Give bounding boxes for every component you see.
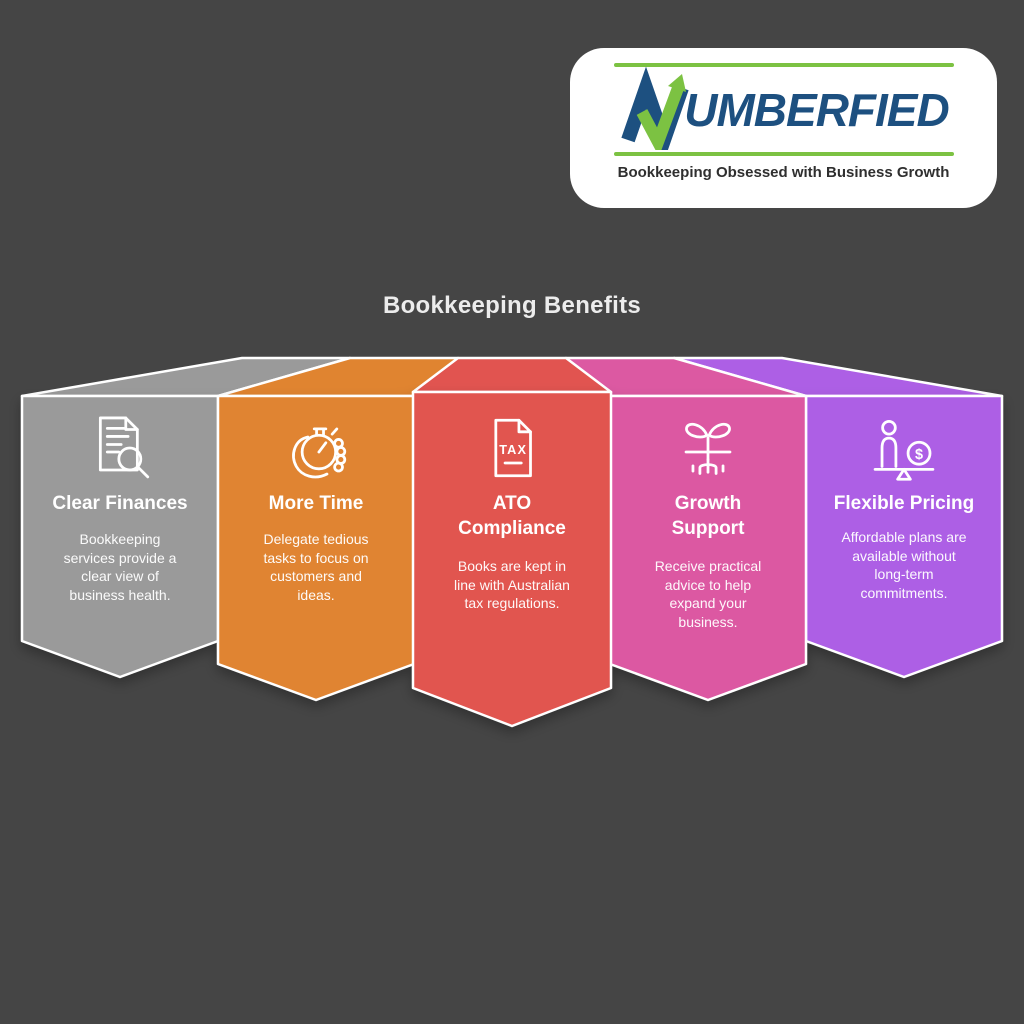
card-title: Flexible Pricing — [833, 493, 975, 514]
banner-bodies — [20, 390, 1004, 728]
hand-stopwatch-icon — [279, 411, 353, 485]
card-body: Books are kept in line with Australian t… — [454, 558, 570, 611]
banner-clear-finances — [20, 394, 220, 679]
document-search-icon — [83, 411, 157, 485]
page-title: Bookkeeping Benefits — [382, 292, 642, 319]
card-title: ATO Compliance — [458, 493, 566, 539]
banner-top-flaps — [20, 356, 1004, 398]
banner-ato-compliance — [411, 390, 613, 728]
logo-top-line — [613, 63, 954, 67]
balance-dollar-icon: $ — [867, 411, 941, 485]
logo-card: UMBERFIED Bookkeeping Obsessed with Busi… — [570, 48, 997, 208]
brand-name: UMBERFIED — [684, 84, 949, 136]
card-title: More Time — [268, 493, 364, 514]
card-body: Receive practical advice to help expand … — [654, 558, 762, 630]
card-title: Growth Support — [671, 493, 745, 539]
card-body: Bookkeeping services provide a clear vie… — [63, 531, 177, 603]
logo-n-arrow-icon — [621, 66, 689, 150]
svg-text:TAX: TAX — [499, 442, 527, 457]
banner-more-time — [216, 394, 416, 702]
card-title: Clear Finances — [52, 493, 188, 514]
tax-document-icon: TAX — [475, 411, 549, 485]
plant-roots-icon — [671, 411, 745, 485]
logo-tagline: Bookkeeping Obsessed with Business Growt… — [617, 164, 950, 181]
brand-logo: UMBERFIED — [570, 66, 997, 150]
logo-bottom-line — [613, 152, 954, 156]
svg-text:$: $ — [915, 447, 923, 463]
card-body: Delegate tedious tasks to focus on custo… — [263, 531, 369, 603]
card-body: Affordable plans are available without l… — [841, 529, 967, 601]
